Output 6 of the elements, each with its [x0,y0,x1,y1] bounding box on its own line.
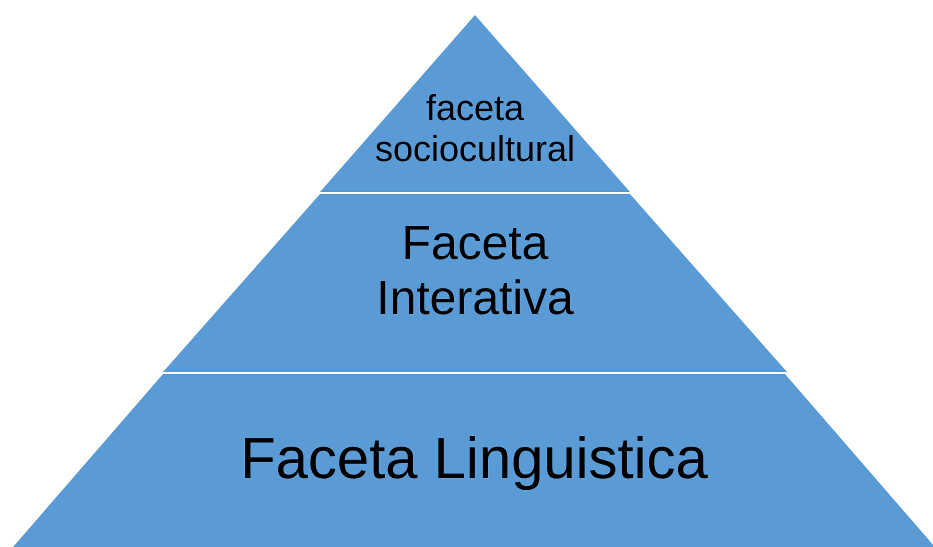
pyramid-tier [163,194,787,372]
tier-label: Faceta Linguistica [239,426,709,493]
pyramid-tier [13,374,933,547]
pyramid-tier [320,15,630,192]
tier-label: Faceta Interativa [375,216,575,326]
tier-label: faceta sociocultural [374,87,576,170]
